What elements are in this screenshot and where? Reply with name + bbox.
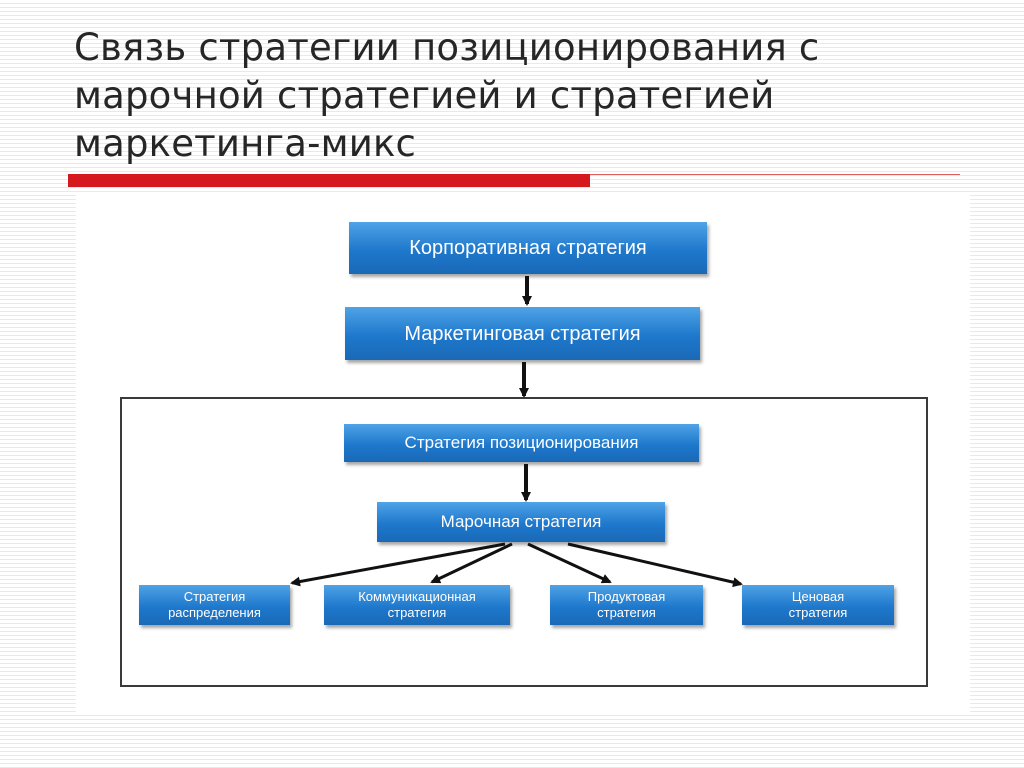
title-underline-bar bbox=[68, 174, 590, 187]
node-product-strategy: Продуктовая стратегия bbox=[550, 585, 703, 625]
node-communication-strategy: Коммуникационная стратегия bbox=[324, 585, 510, 625]
node-positioning-strategy: Стратегия позиционирования bbox=[344, 424, 699, 462]
node-corporate-strategy: Корпоративная стратегия bbox=[349, 222, 707, 274]
positioning-group-frame bbox=[120, 397, 928, 687]
node-brand-strategy: Марочная стратегия bbox=[377, 502, 665, 542]
title-underline-line bbox=[590, 174, 960, 175]
node-price-strategy: Ценовая стратегия bbox=[742, 585, 894, 625]
node-distribution-strategy: Стратегия распределения bbox=[139, 585, 290, 625]
node-marketing-strategy: Маркетинговая стратегия bbox=[345, 307, 700, 360]
slide-title: Связь стратегии позиционирования с мароч… bbox=[74, 26, 820, 165]
